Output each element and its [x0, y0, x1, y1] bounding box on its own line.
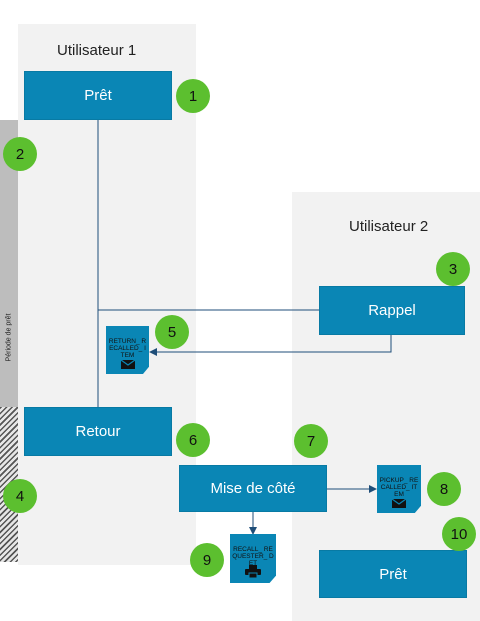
- step-badge-7: 7: [294, 424, 328, 458]
- connector-recall-to-return-notice: [149, 335, 392, 356]
- lane-title-user-2: Utilisateur 2: [349, 218, 429, 235]
- step-badge-5: 5: [155, 315, 189, 349]
- return-box: Retour: [24, 407, 172, 456]
- pickup-recalled-item-notice: PICKUP_ RECALLED_ ITEM: [377, 465, 421, 513]
- loan-box-user-1: Prêt: [24, 71, 172, 120]
- loan-box-user-2: Prêt: [319, 550, 467, 598]
- step-badge-10: 10: [442, 517, 476, 551]
- loan-period-bar: [0, 120, 18, 407]
- pickup-recalled-item-label: PICKUP_ RECALLED_ ITEM: [379, 477, 419, 498]
- step-badge-2: 2: [3, 137, 37, 171]
- step-badge-3: 3: [436, 252, 470, 286]
- step-badge-4: 4: [3, 479, 37, 513]
- lane-title-user-1: Utilisateur 1: [57, 42, 137, 59]
- envelope-icon: [120, 360, 135, 369]
- step-badge-9: 9: [190, 543, 224, 577]
- return-recalled-item-notice: RETURN_ RECALLED_ ITEM: [106, 326, 149, 374]
- recall-box: Rappel: [319, 286, 465, 335]
- return-recalled-item-label: RETURN_ RECALLED_ ITEM: [108, 338, 147, 359]
- recall-requester-det-label: RECALL_ REQUESTER_ DET: [232, 546, 274, 567]
- printer-icon: [245, 565, 261, 578]
- recall-requester-slip: RECALL_ REQUESTER_ DET: [230, 534, 276, 583]
- step-badge-1: 1: [176, 79, 210, 113]
- step-badge-8: 8: [427, 472, 461, 506]
- envelope-icon: [392, 499, 406, 508]
- step-badge-6: 6: [176, 423, 210, 457]
- hold-shelf-box: Mise de côté: [179, 465, 327, 512]
